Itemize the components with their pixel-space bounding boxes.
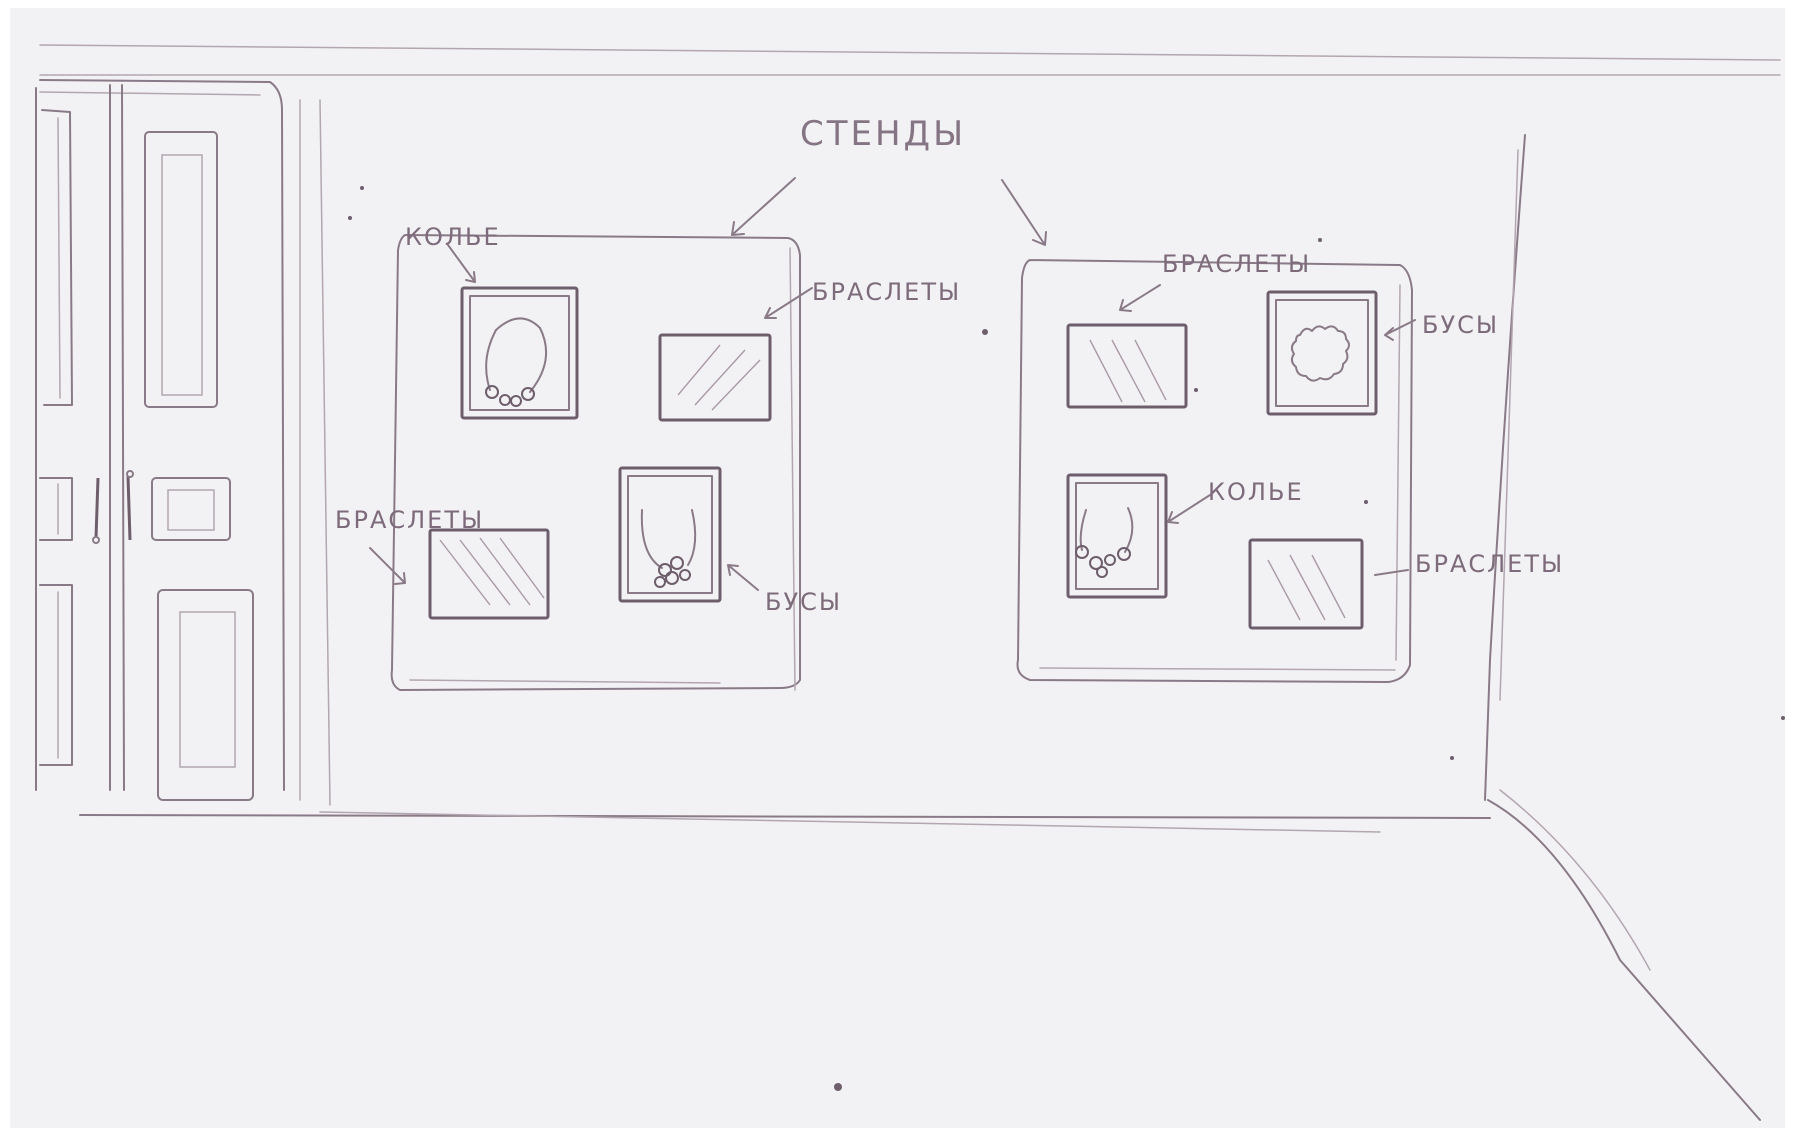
stand-right (1016, 259, 1416, 683)
arrow-necklace-left (447, 244, 476, 283)
label-beads-left: БУСЫ (765, 588, 842, 616)
label-necklace-left: КОЛЬЕ (405, 223, 501, 251)
arrow-bracelets-right-bottom (1374, 569, 1409, 576)
arrow-bracelets-left-bottom (369, 547, 406, 585)
room-lines (79, 99, 1761, 1121)
arrow-stands-left (731, 177, 796, 236)
bracelets-frame-right-top (1066, 323, 1188, 409)
label-beads-right: БУСЫ (1422, 311, 1499, 339)
label-stands: СТЕНДЫ (800, 114, 966, 154)
labels: СТЕНДЫ КОЛЬЕ БРАСЛЕТЫ БРАСЛЕТЫ БУСЫ БРАС… (335, 114, 1564, 616)
label-bracelets-left-bottom: БРАСЛЕТЫ (335, 506, 484, 534)
arrow-beads-right (1384, 319, 1416, 341)
necklace-frame-right (1066, 473, 1168, 599)
beads-frame-left (618, 466, 722, 603)
stray-marks (348, 186, 1785, 1091)
label-necklace-right: КОЛЬЕ (1208, 478, 1304, 506)
stand-left (369, 234, 813, 691)
bracelets-frame-left-bottom (428, 528, 550, 620)
label-bracelets-left-top: БРАСЛЕТЫ (812, 278, 961, 306)
label-bracelets-right-bottom: БРАСЛЕТЫ (1415, 550, 1564, 578)
arrow-bracelets-left-top (764, 287, 813, 319)
beads-frame-right (1266, 290, 1378, 416)
ceiling-lines (39, 44, 1781, 76)
label-bracelets-right-top: БРАСЛЕТЫ (1162, 250, 1311, 278)
door (35, 79, 301, 801)
arrow-bracelets-right-top (1119, 284, 1161, 312)
necklace-frame-left (460, 286, 579, 420)
arrow-stands-right (1001, 179, 1047, 246)
arrow-necklace-right (1167, 494, 1211, 524)
paper-sheet (10, 8, 1785, 1128)
bracelets-frame-left-top (658, 333, 772, 422)
arrow-beads-left (727, 564, 759, 591)
bracelets-frame-right-bottom (1248, 538, 1364, 630)
